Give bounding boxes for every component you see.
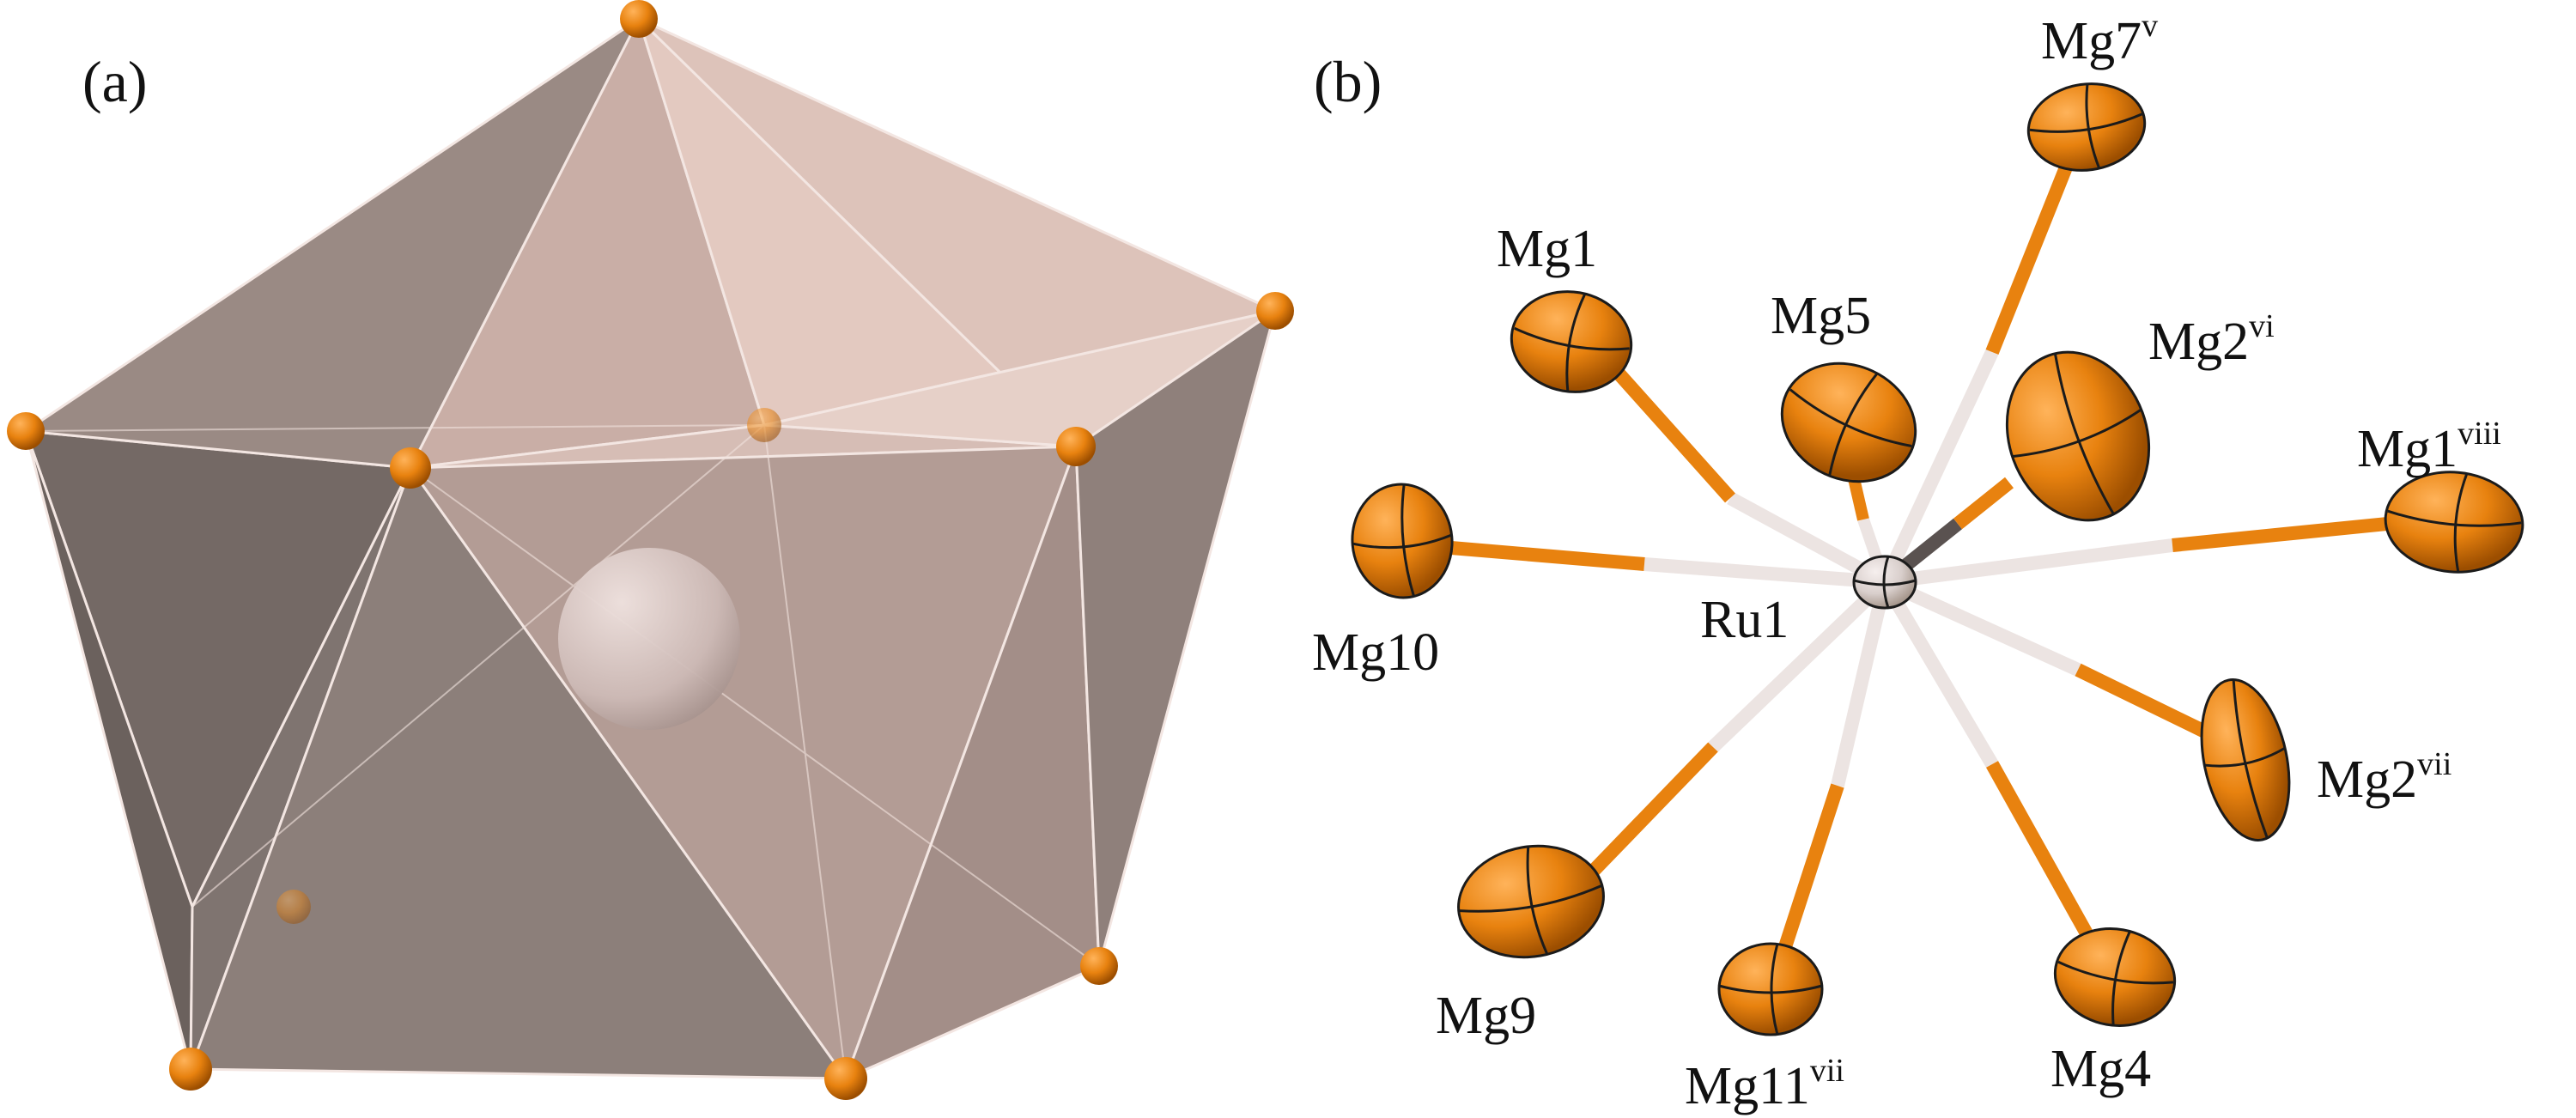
polyhedron-inner-edges [25,424,1100,1079]
atom-mg11vii [1717,942,1824,1036]
label-mg10: Mg10 [1312,623,1439,682]
atom-mg1viii [2384,471,2524,574]
polyhedron [24,17,1277,1080]
atom-mg5 [1780,362,1917,483]
polyhedron-face [1074,309,1277,968]
atom-mg2vii [2200,678,2291,842]
atom-ru1 [1852,555,1917,610]
label-mg5: Mg5 [1771,287,1871,345]
mg-atom [276,890,311,924]
mg-vertex-atoms [7,0,1294,1100]
bond-mg7 [1878,349,1999,586]
label-ru1: Ru1 [1700,591,1789,649]
atom-mg7 [2026,82,2147,172]
bond-mg7-mg-half [1985,156,2076,355]
label-mg9: Mg9 [1436,987,1536,1045]
bond-mg9-mg-half [1583,742,1718,881]
atom-mg10 [1351,483,1454,599]
mg-atom [824,1057,867,1100]
bond-mg11vii-mg-half [1775,783,1844,960]
bond-mg1viii [1883,538,2174,589]
mg-ellipsoids [1351,82,2524,1036]
bond-mg2vii [1881,575,2081,677]
mg-atom [1056,427,1096,466]
panel-b-label: (b) [1314,49,1382,114]
atom-labels: Mg7v Mg1 Mg5 Mg2vi Mg1viii Mg10 Ru1 Mg2v… [1312,8,2501,1115]
atom-mg9 [1457,844,1605,959]
label-mg2vi: Mg2vi [2148,308,2275,371]
bond-mg11vii [1831,580,1892,787]
panel-a-label: (a) [82,49,147,114]
mg-atom [390,447,431,489]
label-mg2vii: Mg2vii [2317,746,2451,809]
mg-atom [1080,947,1118,985]
panel-a: (a) [7,0,1294,1100]
label-mg1viii: Mg1viii [2357,416,2501,478]
bond-mg10-mg-half [1450,541,1645,571]
label-mg4: Mg4 [2050,1040,2151,1098]
mg-atom [620,0,658,38]
panel-b: (b) [1312,8,2524,1115]
atom-mg2vi [2005,350,2151,522]
atom-mg1 [1510,290,1633,393]
mg-atom [7,412,45,450]
bond-mg1viii-mg-half [2172,515,2405,552]
mg-atom [747,408,781,442]
bond-mg4 [1879,578,1998,769]
label-mg1: Mg1 [1497,220,1597,278]
bond-mg2vi-mg-half [1953,477,2014,530]
bond-mg1-mg-half [1601,354,1735,503]
mg-atom [1256,292,1294,330]
label-mg7: Mg7v [2041,8,2158,70]
label-mg11vii: Mg11vii [1685,1053,1844,1115]
ru-atom-large [558,548,740,730]
bond-mg2vii-mg-half [2075,663,2219,744]
atom-mg4 [2053,927,2177,1027]
bond-mg9 [1708,577,1890,752]
bond-mg10 [1643,557,1886,589]
bond-mg4-mg-half [1986,761,2101,952]
mg-atom [169,1048,212,1091]
